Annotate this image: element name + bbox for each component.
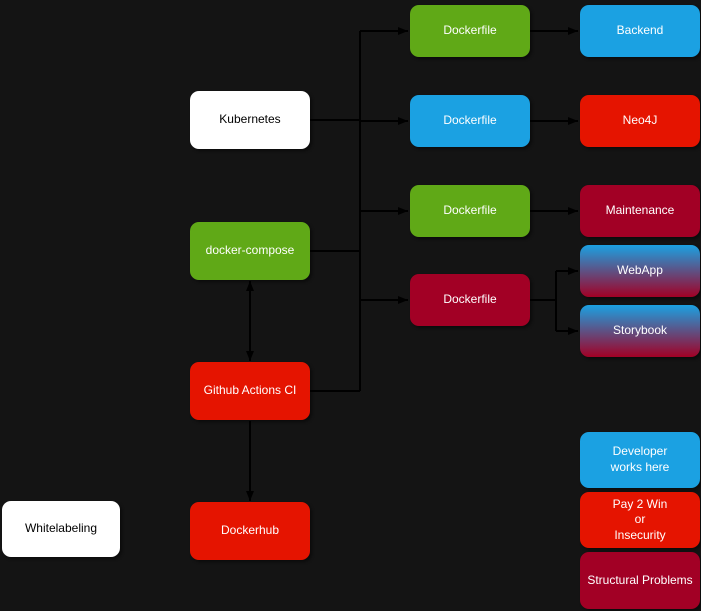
node-dockerfile-backend[interactable]: Dockerfile (410, 5, 530, 57)
node-maintenance-label: Maintenance (605, 203, 675, 218)
legend-structural-problems-label: Structural Problems (587, 572, 693, 587)
node-dockerfile-backend-label: Dockerfile (443, 23, 497, 38)
node-backend-label: Backend (616, 23, 664, 38)
node-dockerhub-label: Dockerhub (220, 523, 280, 538)
node-storybook-label: Storybook (612, 323, 668, 338)
node-docker-compose-label: docker-compose (205, 243, 295, 258)
legend-structural-problems[interactable]: Structural Problems (580, 552, 700, 609)
node-dockerhub[interactable]: Dockerhub (190, 502, 310, 560)
node-storybook[interactable]: Storybook (580, 305, 700, 357)
node-dockerfile-neo4j[interactable]: Dockerfile (410, 95, 530, 147)
node-webapp-label: WebApp (617, 263, 663, 278)
edge-bus-trunk (310, 31, 361, 392)
node-webapp[interactable]: WebApp (580, 245, 700, 297)
legend-developer-works-here-label: Developer works here (610, 444, 670, 474)
node-whitelabeling-label: Whitelabeling (24, 521, 98, 536)
node-backend[interactable]: Backend (580, 5, 700, 57)
node-whitelabeling[interactable]: Whitelabeling (2, 501, 120, 557)
node-github-actions-ci-label: Github Actions CI (203, 383, 297, 398)
node-dockerfile-webapp[interactable]: Dockerfile (410, 274, 530, 326)
node-kubernetes-label: Kubernetes (219, 112, 281, 127)
legend-pay-2-win-or-insecurity-label: Pay 2 Win or Insecurity (612, 496, 668, 542)
node-dockerfile-webapp-label: Dockerfile (443, 292, 497, 307)
node-neo4j[interactable]: Neo4J (580, 95, 700, 147)
node-neo4j-label: Neo4J (622, 113, 658, 128)
node-kubernetes[interactable]: Kubernetes (190, 91, 310, 149)
node-maintenance[interactable]: Maintenance (580, 185, 700, 237)
edge-dockerfile-fork (530, 271, 557, 331)
node-docker-compose[interactable]: docker-compose (190, 222, 310, 280)
node-dockerfile-neo4j-label: Dockerfile (443, 113, 497, 128)
legend-developer-works-here[interactable]: Developer works here (580, 432, 700, 488)
node-dockerfile-maintenance-label: Dockerfile (443, 203, 497, 218)
node-dockerfile-maintenance[interactable]: Dockerfile (410, 185, 530, 237)
legend-pay-2-win-or-insecurity[interactable]: Pay 2 Win or Insecurity (580, 492, 700, 548)
node-github-actions-ci[interactable]: Github Actions CI (190, 362, 310, 420)
